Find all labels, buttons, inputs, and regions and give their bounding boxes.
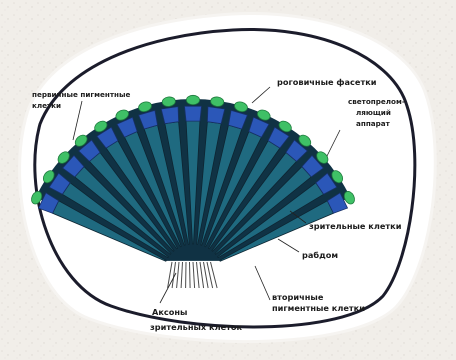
axon-fiber [190,262,191,288]
crystalline-cone [185,106,202,121]
crystalline-cone [207,107,224,124]
label-rhabdom: рабдом [302,250,338,260]
label-secondary-pigment-line1: вторичные [272,292,324,302]
label-visual-cells: зрительные клетки [309,221,402,231]
label-light-refracting-line2: ляющий [356,108,391,117]
label-axons-line2: зрительных клеток [150,322,242,332]
label-primary-pigment-line2: клетки [32,101,61,110]
label-axons-line1: Аксоны [152,307,187,317]
label-corneal-facets: роговичные фасетки [277,77,377,87]
crystalline-cone [161,107,178,124]
label-light-refracting-line1: светопрелом- [348,97,405,106]
label-secondary-pigment-line2: пигментные клетки [272,303,365,313]
corneal-facet [186,95,199,104]
label-primary-pigment-line1: первичные пигментные [32,90,130,99]
label-light-refracting-line3: аппарат [356,119,391,128]
